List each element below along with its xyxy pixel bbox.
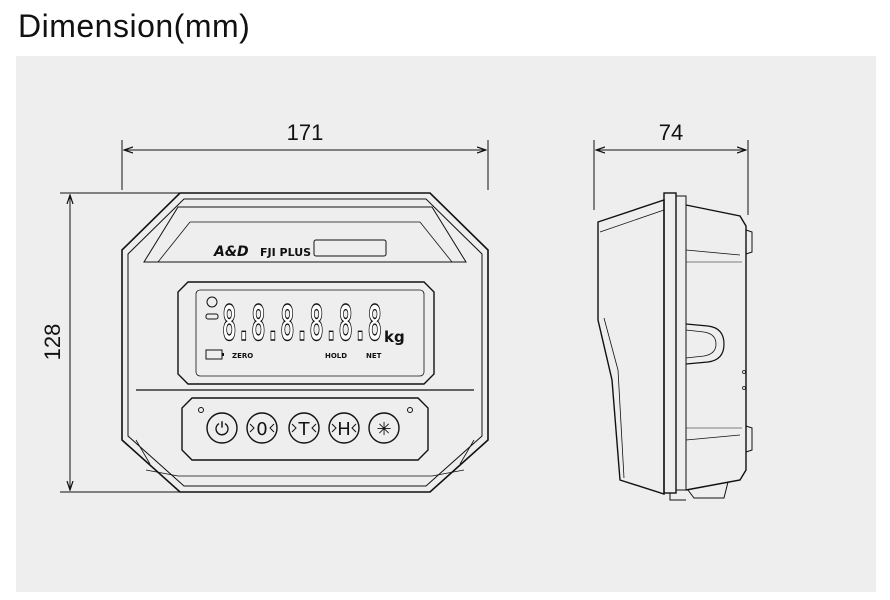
page-title: Dimension(mm) [18,8,251,44]
drawing-panel [16,56,876,592]
tare-icon: T [298,419,311,440]
zero-button[interactable]: 0 [246,412,278,444]
hold-button[interactable]: H [328,412,360,444]
height-label: 128 [40,324,65,361]
model-label: FJI PLUS [260,246,311,259]
indicator-hold: HOLD [325,352,347,360]
hold-icon: H [337,419,351,440]
asterisk-icon: ✳ [376,419,391,440]
height-dimension: 128 [40,192,180,493]
width-dimension: 171 [121,120,489,190]
zero-icon: 0 [256,419,267,440]
brand-logo: A&D [213,244,249,260]
unit-label: kg [384,328,405,346]
power-icon: ⏻ [215,419,229,440]
front-view [121,192,489,493]
print-button[interactable]: ✳ [368,412,400,444]
power-button[interactable]: ⏻ [206,412,238,444]
side-view [597,192,753,501]
key-buttons: ⏻ 0 T H ✳ [206,412,400,444]
indicator-net: NET [366,352,382,360]
width-label: 171 [287,120,324,145]
indicator-zero: ZERO [232,352,253,360]
display-digits: 8.8.8.8.8.8 [222,296,382,352]
depth-label: 74 [659,120,683,145]
depth-dimension: 74 [593,120,749,215]
tare-button[interactable]: T [288,412,320,444]
